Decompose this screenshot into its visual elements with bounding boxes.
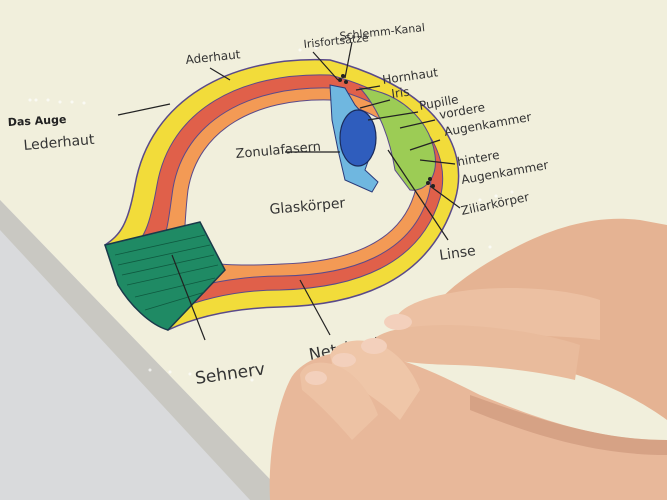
label-pupille: Pupille: [418, 92, 459, 113]
label-glaskoerper: Glaskörper: [269, 195, 346, 218]
finger-top-2: [370, 325, 580, 380]
optic-nerve: [104, 221, 226, 331]
diagram-title: Das Auge: [7, 113, 66, 129]
optic-nerve-fibers: [114, 234, 219, 311]
label-lederhaut: Lederhaut: [23, 132, 96, 154]
fingernail-2: [361, 338, 387, 354]
fingernail-3: [332, 353, 356, 367]
hands: [269, 218, 667, 500]
paper-shadow: [0, 200, 290, 500]
fingernail-1: [384, 314, 412, 330]
braille-dots: [28, 46, 514, 382]
ciliary-dots: [338, 74, 435, 188]
label-zonulafasern: Zonulafasern: [235, 140, 322, 162]
label-linse: Linse: [438, 243, 476, 264]
label-aderhaut: Aderhaut: [185, 47, 241, 67]
label-iris: Iris: [390, 85, 410, 101]
hand-shadow: [470, 395, 667, 455]
leader-lines: [117, 41, 461, 341]
lens: [339, 109, 377, 167]
fingernail-4: [305, 371, 327, 385]
